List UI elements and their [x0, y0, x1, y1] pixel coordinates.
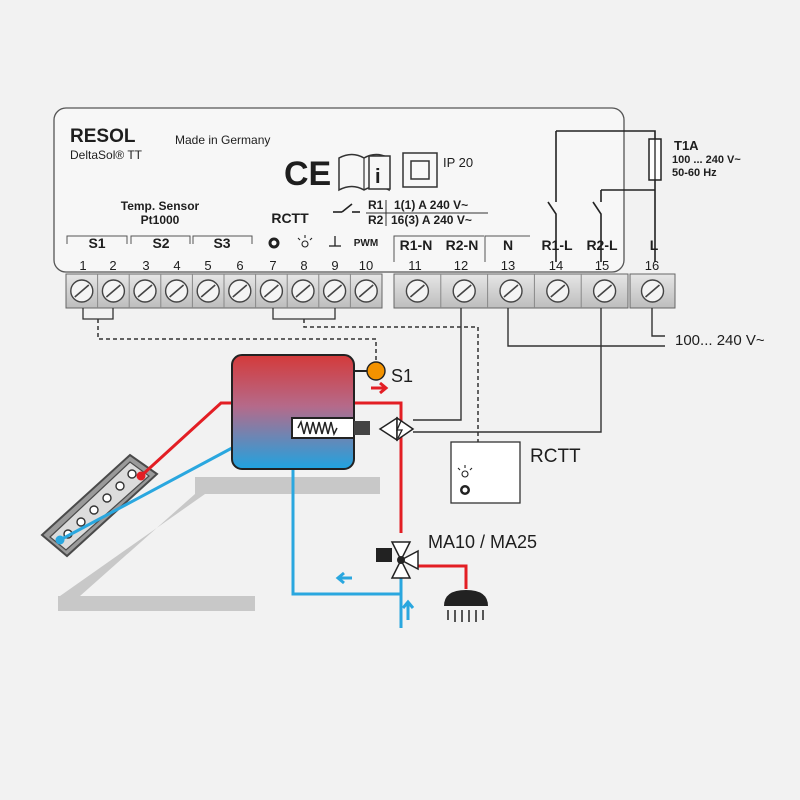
- terminal-screw: [452, 279, 476, 303]
- sensor-s1: S1: [354, 361, 413, 386]
- terminal-number: 8: [300, 258, 307, 273]
- electrical-connection-icon: [378, 416, 415, 442]
- rctt-display: [450, 441, 521, 504]
- terminal-screw: [405, 279, 430, 303]
- terminal-strip: [65, 273, 676, 309]
- terminal-number: 10: [359, 258, 373, 273]
- terminal-number: 7: [269, 258, 276, 273]
- storage-tank: [231, 354, 355, 470]
- terminal-numbers: 1 2 3 4 5 6 7 8 9 10 11 12 13 14 15 16: [79, 258, 659, 273]
- ce-mark: CE: [284, 155, 331, 193]
- brand-name: RESOL: [70, 126, 136, 147]
- ground-icon: [329, 236, 341, 247]
- terminal-group-s2: S2: [152, 235, 169, 251]
- terminal-group-s1: S1: [88, 235, 105, 251]
- fuse-voltage: 100 ... 240 V~: [672, 154, 741, 166]
- terminal-number: 3: [142, 258, 149, 273]
- terminal-screw: [228, 279, 252, 303]
- class2-insulation-icon: [402, 152, 438, 188]
- terminal-screw: [196, 279, 220, 303]
- mains-voltage-label: 100... 240 V~: [675, 332, 765, 349]
- terminal-screw: [133, 279, 157, 303]
- terminal-screw: [164, 279, 189, 303]
- relay2-rating: 16(3) A 240 V~: [391, 213, 472, 227]
- rctt-pins: PWM: [268, 235, 378, 249]
- rctt-header-label: RCTT: [271, 210, 309, 226]
- terminal-number: 14: [549, 258, 563, 273]
- terminal-brackets: [66, 235, 530, 262]
- valve-label: MA10 / MA25: [428, 532, 537, 552]
- manual-book-icon: i: [338, 153, 391, 192]
- pwm-label: PWM: [354, 238, 378, 249]
- terminal-screw: [259, 279, 284, 303]
- internal-relay-wiring: [547, 130, 656, 262]
- terminal-group-s3: S3: [213, 235, 230, 251]
- flow-arrows: [335, 381, 415, 620]
- sensor-s1-label: S1: [391, 366, 413, 386]
- building-silhouette: [58, 477, 380, 611]
- terminal-number: 11: [408, 258, 422, 273]
- terminal-screw: [101, 279, 126, 303]
- terminal-number: 6: [236, 258, 243, 273]
- terminal-screw: [499, 279, 523, 303]
- model-name: DeltaSol® TT: [70, 148, 143, 162]
- mixing-valve: [376, 541, 419, 579]
- terminal-group-r2n: R2-N: [446, 237, 479, 253]
- immersion-heater: [291, 417, 370, 439]
- terminal-screw: [592, 279, 617, 303]
- power-cables: [413, 308, 665, 433]
- relay2-label: R2: [368, 213, 384, 227]
- relay1-rating: 1(1) A 240 V~: [394, 198, 468, 212]
- fuse-frequency: 50-60 Hz: [672, 167, 717, 179]
- terminal-number: 5: [204, 258, 211, 273]
- info-symbol: i: [375, 166, 381, 188]
- terminal-number: 4: [173, 258, 180, 273]
- relay1-label: R1: [368, 198, 384, 212]
- shower-head-icon: [444, 590, 488, 622]
- hot-water-pipes: [139, 401, 468, 589]
- brand-logo: RESOL: [70, 126, 136, 147]
- terminal-number: 16: [645, 258, 659, 273]
- rctt-label: RCTT: [530, 446, 581, 467]
- terminal-number: 15: [595, 258, 609, 273]
- terminal-screw: [322, 279, 347, 303]
- ip-rating: IP 20: [443, 155, 473, 170]
- sensor-pt1000-label: Pt1000: [141, 213, 180, 227]
- terminal-screw: [70, 279, 94, 303]
- terminal-number: 13: [501, 258, 515, 273]
- terminal-screw: [354, 279, 378, 303]
- sensor-type-label: Temp. Sensor: [121, 199, 200, 213]
- sensor-dashed-cable: [97, 319, 479, 442]
- terminal-screw: [546, 279, 570, 303]
- signal-cables: [82, 308, 336, 320]
- terminal-number: 12: [454, 258, 468, 273]
- made-in-label: Made in Germany: [175, 133, 270, 147]
- terminal-screw: [291, 279, 315, 303]
- terminal-number: 1: [79, 258, 86, 273]
- cold-water-pipes: [59, 446, 403, 628]
- fuse-label: T1A: [674, 138, 699, 153]
- terminal-group-r1l: R1-L: [541, 237, 573, 253]
- terminal-group-r2l: R2-L: [586, 237, 618, 253]
- terminal-group-r1n: R1-N: [400, 237, 433, 253]
- terminal-number: 9: [331, 258, 338, 273]
- terminal-screw: [640, 279, 665, 303]
- terminal-number: 2: [109, 258, 116, 273]
- terminal-group-n: N: [503, 237, 513, 253]
- solar-collector: [40, 453, 159, 558]
- terminal-group-l: L: [650, 237, 659, 253]
- relay-switch-icon: [333, 203, 360, 213]
